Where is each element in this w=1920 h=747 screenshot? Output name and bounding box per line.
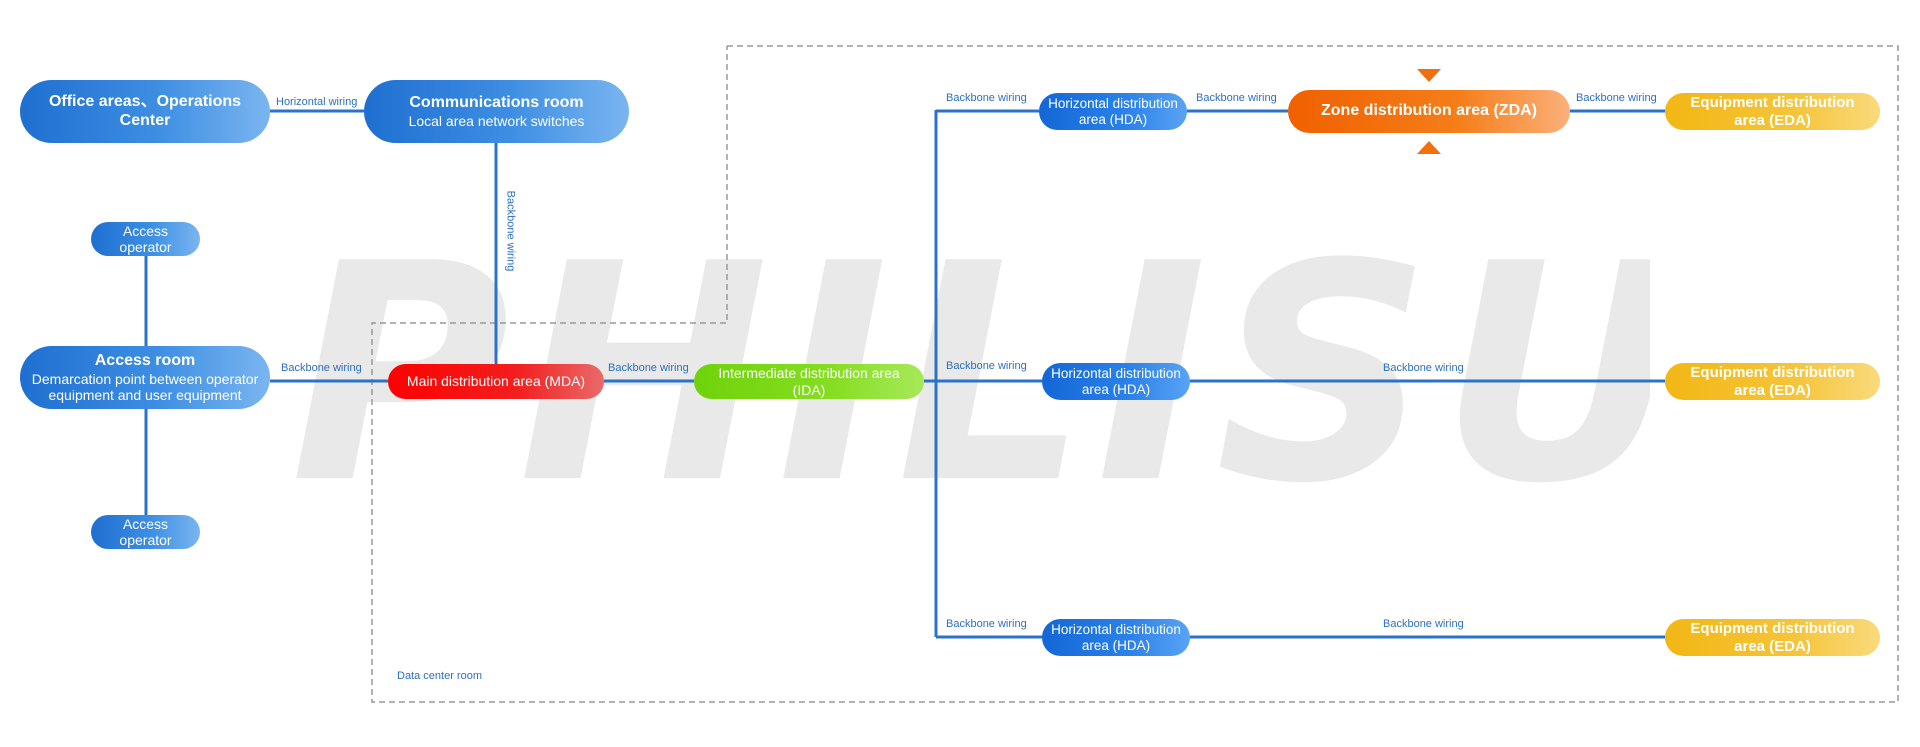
edge-label-comms-mda: Backbone wiring — [504, 190, 517, 272]
eda-node-top: Equipment distribution area (EDA) — [1665, 93, 1880, 130]
zda-marker-bottom — [1417, 141, 1441, 154]
eda-node-bottom: Equipment distribution area (EDA) — [1665, 619, 1880, 656]
edge-label-hda1-zda: Backbone wiring — [1196, 92, 1277, 104]
data-center-room-border — [371, 45, 1899, 703]
edge-label-ida-hda2: Backbone wiring — [946, 360, 1027, 372]
hda-bottom-title: Horizontal distribution area (HDA) — [1051, 621, 1181, 653]
office-areas-node: Office areas、Operations Center — [20, 80, 270, 143]
eda-top-title: Equipment distribution area (EDA) — [1690, 94, 1855, 129]
edge-label-hda3-eda3: Backbone wiring — [1383, 618, 1464, 630]
access-operator-bottom-title: Access operator — [119, 515, 172, 548]
access-operator-top-title: Access operator — [119, 222, 172, 255]
hda-top-title: Horizontal distribution area (HDA) — [1048, 95, 1178, 127]
edge-label-hda2-eda2: Backbone wiring — [1383, 362, 1464, 374]
zda-node: Zone distribution area (ZDA) — [1288, 90, 1570, 133]
edge-label-ida-hda1: Backbone wiring — [946, 92, 1027, 104]
edge-label-zda-eda1: Backbone wiring — [1576, 92, 1657, 104]
zda-marker-top — [1417, 69, 1441, 82]
communications-room-node: Communications room Local area network s… — [364, 80, 629, 143]
data-center-room-label: Data center room — [397, 670, 482, 682]
edge-label-access-mda: Backbone wiring — [281, 362, 362, 374]
edge-label-mda-ida: Backbone wiring — [608, 362, 689, 374]
hda-node-top: Horizontal distribution area (HDA) — [1039, 93, 1187, 130]
zda-title: Zone distribution area (ZDA) — [1321, 102, 1537, 120]
access-operator-bottom-node: Access operator — [91, 515, 200, 549]
communications-room-subtitle: Local area network switches — [408, 112, 585, 129]
mda-title: Main distribution area (MDA) — [406, 373, 586, 390]
access-room-node: Access room Demarcation point between op… — [20, 346, 270, 409]
hda-node-middle: Horizontal distribution area (HDA) — [1042, 363, 1190, 400]
eda-node-middle: Equipment distribution area (EDA) — [1665, 363, 1880, 400]
eda-middle-title: Equipment distribution area (EDA) — [1690, 364, 1855, 399]
hda-middle-title: Horizontal distribution area (HDA) — [1051, 365, 1181, 397]
edge-label-ida-hda3: Backbone wiring — [946, 618, 1027, 630]
eda-bottom-title: Equipment distribution area (EDA) — [1690, 620, 1855, 655]
access-operator-top-node: Access operator — [91, 222, 200, 256]
hda-node-bottom: Horizontal distribution area (HDA) — [1042, 619, 1190, 656]
communications-room-title: Communications room — [409, 94, 584, 112]
edge-label-office-comms: Horizontal wiring — [276, 96, 358, 108]
access-room-subtitle: Demarcation point between operator equip… — [31, 370, 259, 403]
ida-node: Intermediate distribution area (IDA) — [694, 364, 924, 399]
mda-node: Main distribution area (MDA) — [388, 364, 604, 399]
access-room-title: Access room — [94, 352, 196, 370]
office-areas-title: Office areas、Operations Center — [48, 93, 242, 129]
ida-title: Intermediate distribution area (IDA) — [718, 365, 900, 398]
